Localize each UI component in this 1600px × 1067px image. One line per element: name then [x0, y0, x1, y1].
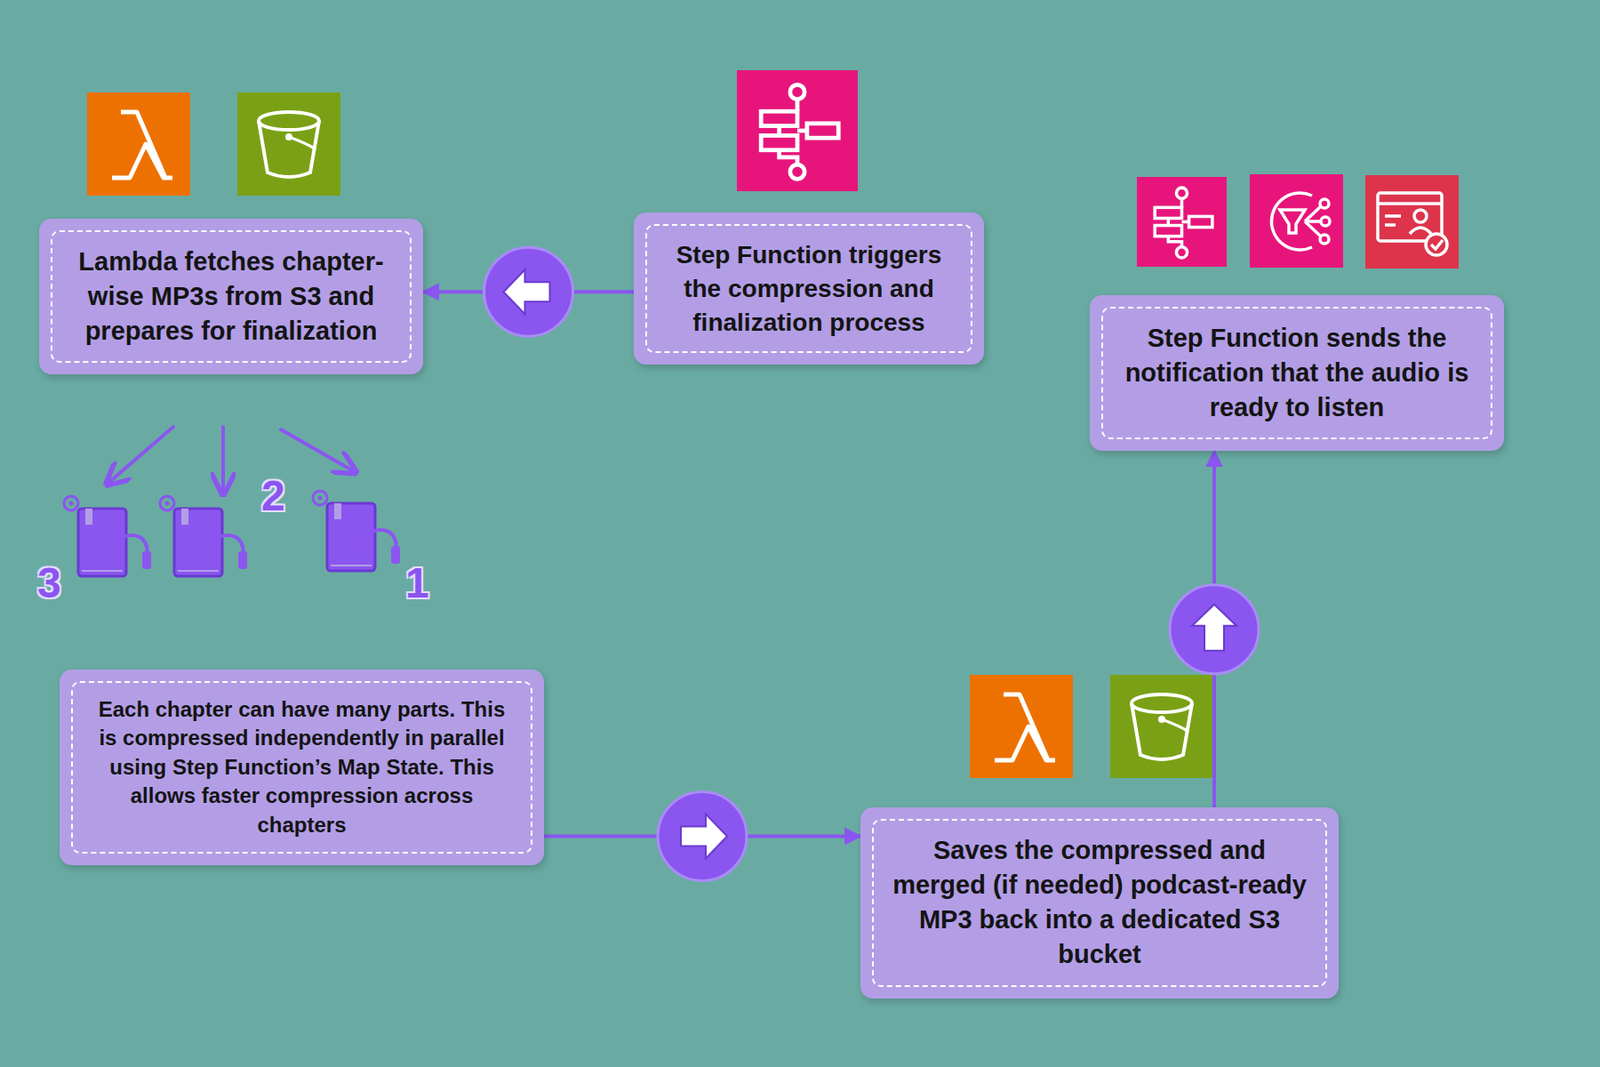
box-text: Saves the compressed and merged (if need… [888, 832, 1312, 973]
process-box: Step Function sends the notification tha… [1089, 295, 1504, 451]
badge-arrow [1192, 604, 1237, 651]
step-functions-icon [736, 70, 858, 192]
callout-number: 3 [37, 561, 62, 605]
lambda-icon [87, 92, 191, 196]
box-text: Each chapter can have many parts. This i… [87, 695, 517, 840]
process-box: Saves the compressed and merged (if need… [860, 807, 1339, 999]
flow-arrow-badge [657, 791, 747, 880]
flow-connector-group [544, 791, 861, 880]
callout-number: 1 [405, 561, 430, 605]
process-box: Lambda fetches chapter-wise MP3s from S3… [39, 218, 424, 375]
audiobook-icon [312, 490, 400, 571]
fan-arrow [108, 426, 174, 483]
badge-arrow [680, 813, 728, 858]
audiobook-icon [160, 496, 248, 576]
step-functions-icon [1136, 176, 1227, 267]
dashed-frame: Lambda fetches chapter-wise MP3s from S3… [50, 230, 412, 363]
box-text: Step Function triggers the compression a… [661, 238, 957, 339]
badge-circle [484, 247, 574, 336]
process-box: Each chapter can have many parts. This i… [59, 669, 544, 865]
dashed-frame: Step Function sends the notification tha… [1101, 306, 1493, 440]
flow-arrow-badge [1169, 584, 1259, 674]
flow-arrow-badge [484, 247, 574, 336]
dashed-frame: Saves the compressed and merged (if need… [872, 818, 1328, 987]
notification-icon [1365, 175, 1459, 269]
fan-arrow [221, 426, 225, 492]
badge-arrow [504, 269, 551, 314]
dashed-frame: Each chapter can have many parts. This i… [71, 680, 533, 854]
box-text: Step Function sends the notification tha… [1117, 320, 1477, 425]
process-box: Step Function triggers the compression a… [633, 212, 984, 365]
flow-connector-group [1169, 450, 1259, 808]
s3-bucket-icon [237, 92, 341, 196]
fan-arrow [280, 429, 354, 472]
audiobook-icon [64, 496, 152, 576]
badge-circle [657, 791, 747, 880]
eventbridge-icon [1249, 174, 1344, 268]
fan-out-arrows [108, 426, 354, 492]
s3-bucket-icon [1110, 674, 1214, 778]
callout-number: 2 [261, 474, 286, 518]
flow-connector-group [423, 247, 634, 336]
dashed-frame: Step Function triggers the compression a… [645, 224, 973, 353]
box-text: Lambda fetches chapter-wise MP3s from S3… [66, 244, 396, 349]
badge-circle [1169, 584, 1259, 674]
lambda-icon [969, 674, 1073, 778]
